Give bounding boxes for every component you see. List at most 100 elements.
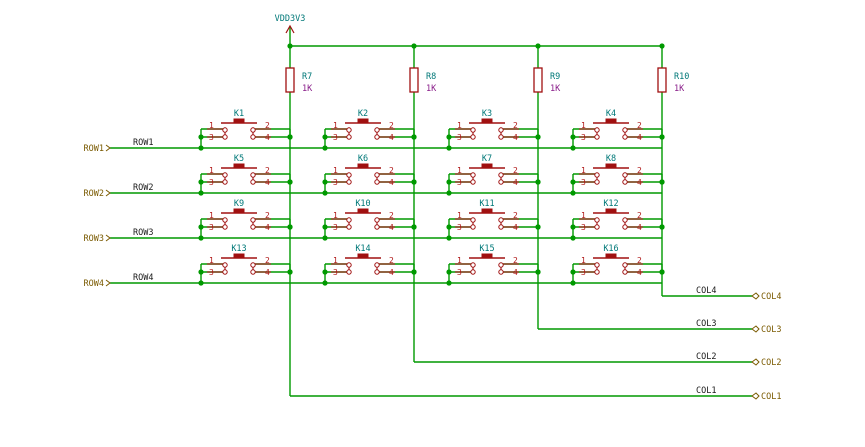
switch-pin-number: 3: [333, 268, 338, 277]
resistor-body: [533, 67, 543, 93]
switch-pin-number: 1: [581, 121, 586, 130]
switch-pin-number: 2: [389, 256, 394, 265]
row-net-label: ROW1: [133, 138, 153, 148]
resistor-value: 1K: [550, 84, 561, 94]
switch-ref: K7: [482, 154, 492, 164]
switch-contact: [250, 217, 256, 223]
switch-contact: [374, 269, 380, 275]
switch-contact: [250, 134, 256, 140]
switch-contact: [498, 127, 504, 133]
switch-pin-number: 2: [265, 166, 270, 175]
switch-contact: [594, 262, 600, 268]
switch-pin-number: 4: [265, 133, 270, 142]
switch-pin-number: 4: [265, 223, 270, 232]
switch-pin-number: 2: [265, 121, 270, 130]
switch-button: [233, 208, 245, 214]
column-port-icon: [751, 325, 760, 333]
switch-pin-number: 1: [457, 256, 462, 265]
switch-contact: [374, 217, 380, 223]
switch-contact: [594, 134, 600, 140]
switch-contact: [470, 134, 476, 140]
switch-contact: [374, 224, 380, 230]
switch-contact: [222, 217, 228, 223]
switch-ref: K16: [603, 244, 618, 254]
column-global-label: COL4: [761, 292, 781, 302]
switch-contact: [222, 134, 228, 140]
resistor-value: 1K: [674, 84, 685, 94]
switch-contact: [250, 179, 256, 185]
row-global-label: ROW1: [84, 144, 104, 154]
resistor-body: [657, 67, 667, 93]
resistor-ref: R8: [426, 72, 436, 82]
switch-contact: [470, 179, 476, 185]
resistor-body: [285, 67, 295, 93]
row-port-icon: [105, 144, 111, 152]
switch-pin-number: 1: [333, 121, 338, 130]
switch-contact: [622, 172, 628, 178]
switch-contact: [374, 134, 380, 140]
column-port-icon: [751, 358, 760, 366]
switch-pin-number: 4: [513, 223, 518, 232]
switch-pin-number: 4: [389, 178, 394, 187]
switch-pin-number: 4: [637, 223, 642, 232]
switch-pin-number: 3: [333, 223, 338, 232]
switch-contact: [622, 127, 628, 133]
switch-pin-number: 2: [637, 121, 642, 130]
switch-contact: [470, 269, 476, 275]
switch-contact: [222, 172, 228, 178]
switch-contact: [470, 172, 476, 178]
switch-pin-number: 2: [389, 121, 394, 130]
switch-contact: [498, 262, 504, 268]
switch-contact: [622, 269, 628, 275]
switch-contact: [594, 224, 600, 230]
switch-ref: K5: [234, 154, 244, 164]
switch-pin-number: 3: [333, 178, 338, 187]
switch-contact: [222, 262, 228, 268]
switch-contact: [470, 127, 476, 133]
switch-ref: K3: [482, 109, 492, 119]
switch-contact: [222, 224, 228, 230]
column-global-label: COL1: [761, 392, 781, 402]
switch-contact: [250, 269, 256, 275]
switch-pin-number: 1: [333, 256, 338, 265]
switch-button: [605, 163, 617, 169]
switch-pin-number: 2: [513, 211, 518, 220]
switch-ref: K8: [606, 154, 616, 164]
switch-ref: K11: [479, 199, 494, 209]
column-global-label: COL2: [761, 358, 781, 368]
switch-pin-number: 2: [513, 256, 518, 265]
switch-pin-number: 2: [513, 121, 518, 130]
switch-pin-number: 4: [637, 268, 642, 277]
column-net-label: COL3: [696, 319, 716, 329]
switch-pin-number: 2: [513, 166, 518, 175]
resistor-value: 1K: [426, 84, 437, 94]
switch-contact: [594, 127, 600, 133]
switch-pin-number: 3: [581, 223, 586, 232]
switch-contact: [594, 172, 600, 178]
switch-pin-number: 4: [513, 133, 518, 142]
switch-contact: [594, 269, 600, 275]
switch-contact: [622, 217, 628, 223]
switch-contact: [594, 179, 600, 185]
switch-contact: [498, 269, 504, 275]
switch-contact: [346, 224, 352, 230]
resistor-ref: R10: [674, 72, 689, 82]
switch-contact: [222, 127, 228, 133]
switch-pin-number: 1: [333, 166, 338, 175]
switch-pin-number: 3: [457, 268, 462, 277]
switch-button: [481, 163, 493, 169]
switch-contact: [346, 172, 352, 178]
switch-pin-number: 4: [637, 133, 642, 142]
switch-contact: [374, 172, 380, 178]
row-global-label: ROW3: [84, 234, 104, 244]
switch-ref: K2: [358, 109, 368, 119]
switch-pin-number: 3: [581, 268, 586, 277]
switch-button: [357, 163, 369, 169]
switch-pin-number: 2: [637, 211, 642, 220]
